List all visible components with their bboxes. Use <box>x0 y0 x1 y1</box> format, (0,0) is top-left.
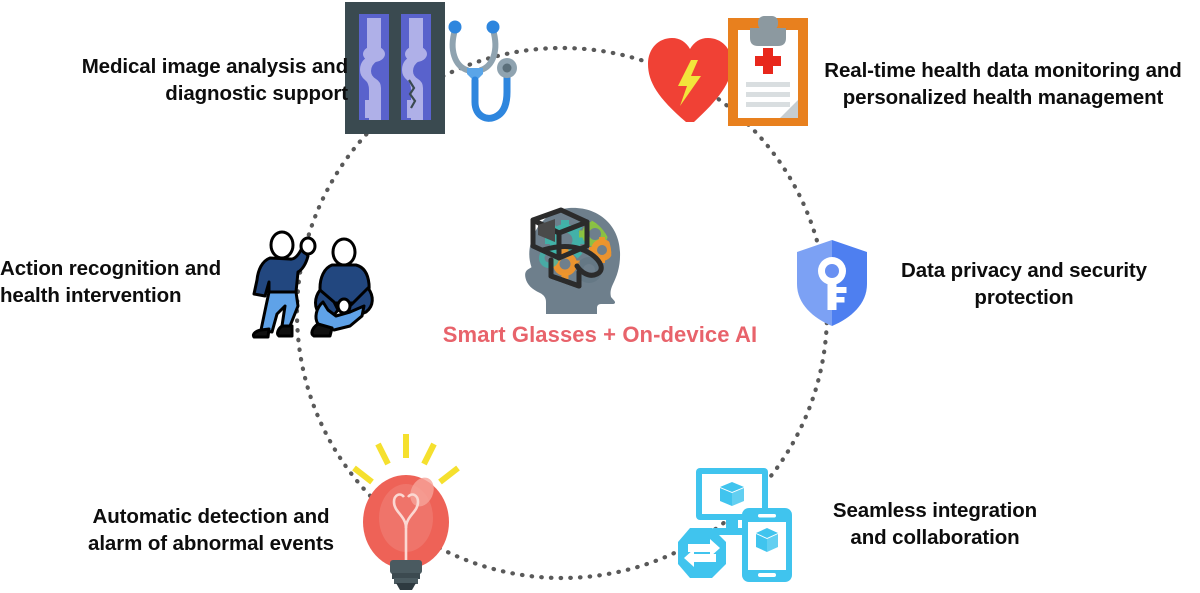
label-line: Action recognition and <box>0 257 222 280</box>
label-line: alarm of abnormal events <box>88 531 334 555</box>
heart-clipboard-icon <box>646 8 811 138</box>
label-automatic-detection-alarm: Automatic detection and alarm of abnorma… <box>66 504 356 557</box>
label-line: personalized health management <box>842 85 1164 109</box>
label-medical-image-analysis: Medical image analysis and diagnostic su… <box>40 54 348 107</box>
xray-stethoscope-icon <box>345 2 540 138</box>
center-caption: Smart Glasses + On-device AI <box>442 322 758 347</box>
label-line: protection <box>974 285 1074 309</box>
label-seamless-integration: Seamless integration and collaboration <box>812 498 1058 551</box>
label-data-privacy-security: Data privacy and security protection <box>872 258 1176 311</box>
label-line: Real-time health data monitoring and <box>824 59 1182 82</box>
label-line: Data privacy and security <box>901 259 1147 282</box>
label-line: Seamless integration <box>832 499 1038 522</box>
lightbulb-alert-icon <box>338 432 474 590</box>
devices-sync-icon <box>678 466 798 584</box>
label-realtime-health-monitoring: Real-time health data monitoring and per… <box>806 58 1200 111</box>
shield-key-icon <box>795 240 869 326</box>
label-action-recognition: Action recognition and health interventi… <box>0 256 240 309</box>
smart-glasses-brain-head-icon <box>505 198 637 314</box>
label-line: and collaboration <box>850 525 1020 549</box>
two-people-activity-icon <box>252 228 380 340</box>
label-line: health intervention <box>0 283 182 307</box>
label-line: diagnostic support <box>165 81 348 105</box>
label-line: Automatic detection and <box>92 505 330 528</box>
label-line: Medical image analysis and <box>81 55 348 78</box>
